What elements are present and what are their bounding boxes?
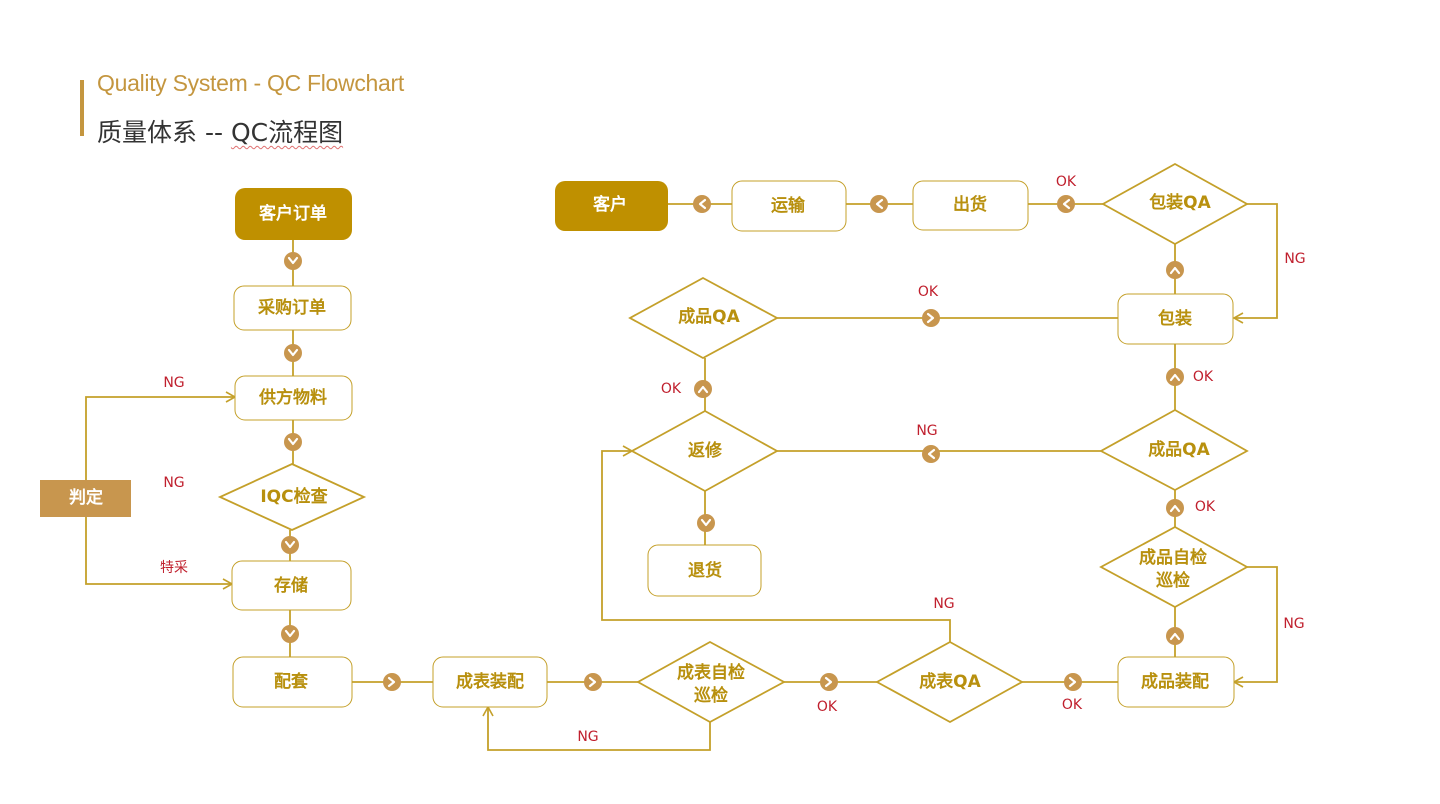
node-customer-order-label: 客户订单 xyxy=(258,203,327,224)
node-meter-qa-label: 成表QA xyxy=(919,671,981,692)
node-rework: 返修 xyxy=(630,409,779,493)
edge-meterqa-ng-to-rework xyxy=(601,445,951,642)
node-purchase-order-label: 采购订单 xyxy=(257,297,326,318)
node-product-assembly-label: 成品装配 xyxy=(1141,671,1209,692)
label-ng-supplier: NG xyxy=(163,375,184,391)
node-product-self-check-line1: 成品自检 xyxy=(1139,547,1207,568)
node-product-qa-left: 成品QA xyxy=(628,276,779,360)
chevron-down-icon xyxy=(279,623,301,645)
node-kitting-label: 配套 xyxy=(274,671,309,692)
node-shipment-label: 出货 xyxy=(953,194,987,215)
node-storage: 存储 xyxy=(231,560,352,611)
node-transport: 运输 xyxy=(731,180,847,232)
node-rework-label: 返修 xyxy=(688,440,723,461)
node-meter-self-check: 成表自检 巡检 xyxy=(636,640,786,724)
chevron-up-icon xyxy=(1164,366,1186,388)
node-product-self-check-line2: 巡检 xyxy=(1156,570,1190,591)
label-ok-meter-check: OK xyxy=(817,699,838,715)
node-product-qa-right-label: 成品QA xyxy=(1148,439,1210,460)
node-meter-assembly: 成表装配 xyxy=(432,656,548,708)
chevron-down-icon xyxy=(282,342,304,364)
node-customer-order: 客户订单 xyxy=(235,188,352,240)
label-special-purchase: 特采 xyxy=(160,560,188,576)
node-supplier-material: 供方物料 xyxy=(234,375,353,421)
page-title-cn: 质量体系 -- QC流程图 xyxy=(97,113,343,149)
edge-judge-to-supplier xyxy=(85,391,237,480)
chevron-down-icon xyxy=(695,512,717,534)
chevron-right-icon xyxy=(381,671,403,693)
node-packaging-qa-label: 包装QA xyxy=(1149,192,1211,213)
node-judge-label: 判定 xyxy=(69,487,103,508)
node-product-self-check: 成品自检 巡检 xyxy=(1099,525,1249,609)
chevron-left-icon xyxy=(920,443,942,465)
node-product-qa-right: 成品QA xyxy=(1099,408,1249,492)
chevron-left-icon xyxy=(1055,193,1077,215)
node-shipment: 出货 xyxy=(912,180,1029,231)
edge-selfcheck-ng-back xyxy=(482,705,711,751)
node-product-qa-left-label: 成品QA xyxy=(678,306,740,327)
label-ng-pack-qa: NG xyxy=(1284,251,1305,267)
edge-packqa-ng xyxy=(1232,203,1278,324)
node-supplier-material-label: 供方物料 xyxy=(258,387,327,408)
page-title-en: Quality System - QC Flowchart xyxy=(97,70,404,96)
node-kitting: 配套 xyxy=(232,656,353,708)
label-ng-meter-qa: NG xyxy=(933,596,954,612)
edge-product-selfcheck-ng xyxy=(1232,566,1278,688)
chevron-up-icon xyxy=(1164,259,1186,281)
label-ng-iqc: NG xyxy=(163,475,184,491)
node-meter-qa: 成表QA xyxy=(875,640,1024,724)
node-judge: 判定 xyxy=(40,480,131,517)
chevron-down-icon xyxy=(282,250,304,272)
label-ng-meter-check: NG xyxy=(577,729,598,745)
chevron-right-icon xyxy=(818,671,840,693)
edge-labels: NG NG 特采 NG OK OK NG NG OK NG OK OK OK N… xyxy=(160,174,1306,745)
node-meter-assembly-label: 成表装配 xyxy=(456,671,524,692)
page-title-cn-prefix: 质量体系 -- xyxy=(97,118,231,147)
node-customer: 客户 xyxy=(555,181,668,231)
node-meter-self-check-line1: 成表自检 xyxy=(677,662,745,683)
chevron-left-icon xyxy=(868,193,890,215)
title-accent-bar xyxy=(80,80,84,136)
node-storage-label: 存储 xyxy=(274,575,308,596)
node-product-assembly: 成品装配 xyxy=(1117,656,1235,708)
label-ok-meter-qa: OK xyxy=(1062,697,1083,713)
node-purchase-order: 采购订单 xyxy=(233,285,352,331)
node-packaging: 包装 xyxy=(1117,293,1234,345)
chevron-up-icon xyxy=(1164,497,1186,519)
node-return-goods: 退货 xyxy=(647,544,762,597)
label-ng-product-check: NG xyxy=(1283,616,1304,632)
node-meter-self-check-line2: 巡检 xyxy=(694,685,728,706)
edge-judge-to-storage xyxy=(85,517,234,590)
chevron-right-icon xyxy=(582,671,604,693)
chevron-down-icon xyxy=(279,534,301,556)
node-transport-label: 运输 xyxy=(771,195,806,216)
chevron-right-icon xyxy=(920,307,942,329)
chevron-down-icon xyxy=(282,431,304,453)
label-ok-rework: OK xyxy=(661,381,682,397)
label-ok-left-qa: OK xyxy=(918,284,939,300)
chevron-up-icon xyxy=(1164,625,1186,647)
page-title-cn-underlined: QC流程图 xyxy=(230,118,344,147)
label-ng-product-qa: NG xyxy=(916,423,937,439)
label-ok-pack-qa: OK xyxy=(1056,174,1077,190)
node-return-goods-label: 退货 xyxy=(688,560,722,581)
chevron-up-icon xyxy=(692,378,714,400)
node-customer-label: 客户 xyxy=(592,194,627,215)
nodes: 客户订单 采购订单 供方物料 IQC检查 判定 存储 配套 成表装 xyxy=(40,162,1249,724)
node-iqc-check-label: IQC检查 xyxy=(260,486,328,507)
label-ok-product-check: OK xyxy=(1195,499,1216,515)
label-ok-product-qa: OK xyxy=(1193,369,1214,385)
node-iqc-check: IQC检查 xyxy=(217,463,367,531)
chevron-left-icon xyxy=(691,193,713,215)
node-packaging-qa: 包装QA xyxy=(1101,162,1249,246)
node-packaging-label: 包装 xyxy=(1158,308,1192,329)
chevron-right-icon xyxy=(1062,671,1084,693)
